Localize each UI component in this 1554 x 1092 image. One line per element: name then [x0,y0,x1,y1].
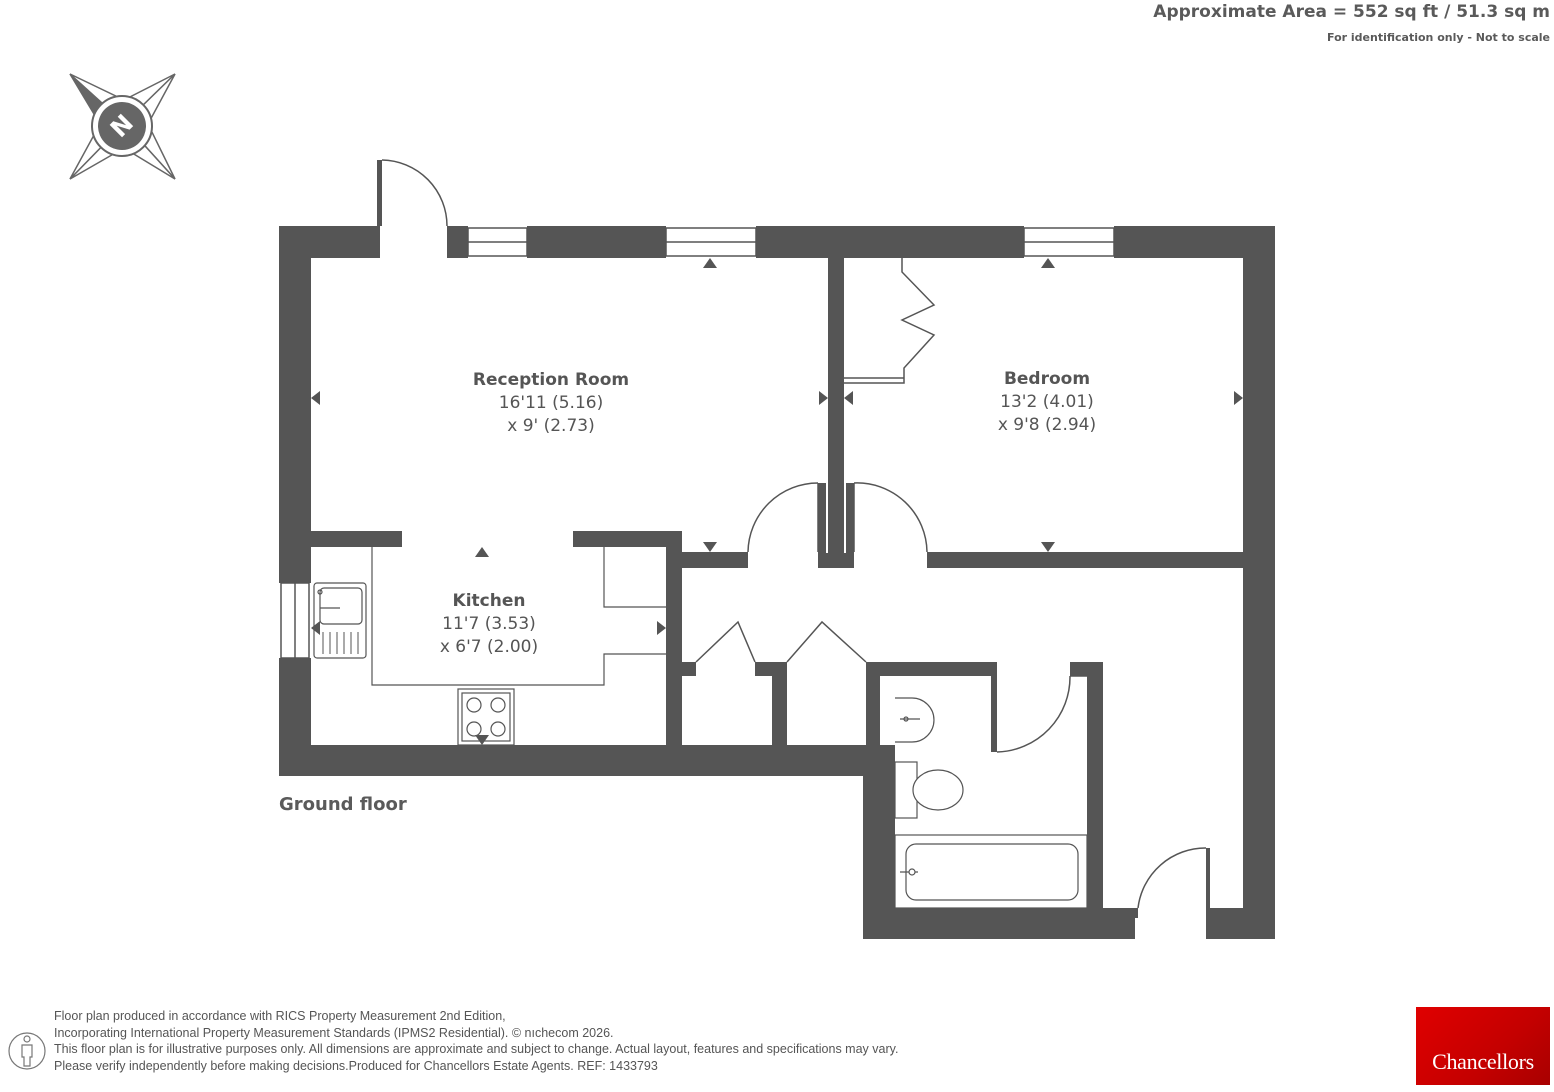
footer-line: This floor plan is for illustrative purp… [54,1042,899,1056]
dimension-arrows [311,258,1243,745]
bedroom-label: Bedroom 13'2 (4.01) x 9'8 (2.94) [998,369,1096,435]
kitchen-fittings [313,547,666,746]
room-dimension: 13'2 (4.01) [1000,392,1094,412]
north-compass-icon: N [69,73,176,180]
footer-disclaimer: Floor plan produced in accordance with R… [54,1008,898,1074]
room-dimension: x 6'7 (2.00) [440,637,538,657]
walls [279,160,1275,939]
person-icon [8,1032,46,1070]
room-dimension: 11'7 (3.53) [442,614,536,634]
identification-note: For identification only - Not to scale [1327,31,1550,44]
brand-name: Chancellors [1432,1049,1534,1074]
approximate-area: Approximate Area = 552 sq ft / 51.3 sq m [1153,2,1550,22]
footer-line: Incorporating International Property Mea… [54,1025,614,1040]
room-dimension: x 9'8 (2.94) [998,415,1096,435]
kitchen-label: Kitchen 11'7 (3.53) x 6'7 (2.00) [440,591,538,657]
reception-room-label: Reception Room 16'11 (5.16) x 9' (2.73) [473,370,629,436]
footer-line: Floor plan produced in accordance with R… [54,1009,506,1023]
doors [381,159,1207,909]
room-name: Bedroom [1004,369,1090,389]
room-dimension: 16'11 (5.16) [499,393,603,413]
footer-line: Please verify independently before makin… [54,1058,658,1073]
windows [280,227,1115,659]
chancellors-logo: Chancellors [1416,1007,1550,1085]
floor-label: Ground floor [279,794,407,815]
room-name: Reception Room [473,370,629,390]
bathroom-fittings [894,697,1088,909]
room-name: Kitchen [453,591,526,611]
room-dimension: x 9' (2.73) [507,416,594,436]
